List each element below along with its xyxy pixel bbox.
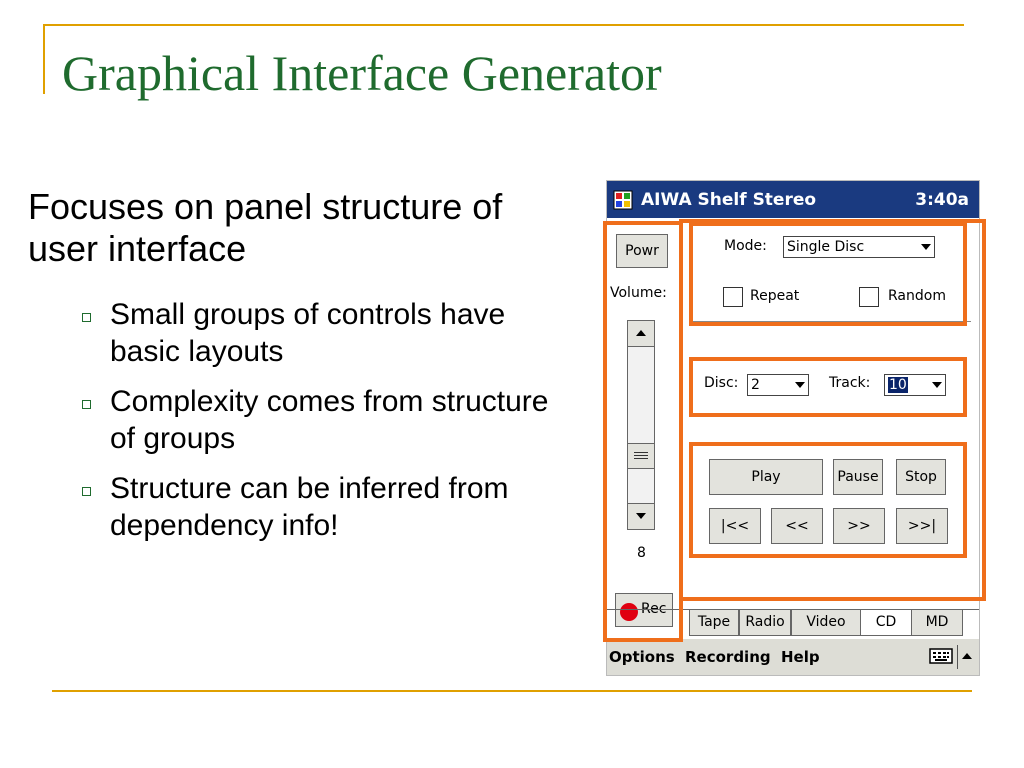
last-track-button[interactable]: >>|	[896, 508, 948, 544]
input-panel-arrow-icon[interactable]	[962, 653, 972, 659]
repeat-checkbox[interactable]	[723, 287, 743, 307]
scroll-up-button[interactable]	[628, 321, 654, 347]
slide-title: Graphical Interface Generator	[62, 45, 662, 101]
chevron-down-icon	[932, 382, 942, 388]
bullet-list: Small groups of controls have basic layo…	[80, 296, 550, 557]
tab-md[interactable]: MD	[911, 610, 963, 636]
tab-tape[interactable]: Tape	[689, 610, 739, 636]
next-track-button[interactable]: >>	[833, 508, 885, 544]
tab-radio[interactable]: Radio	[739, 610, 791, 636]
pda-clock[interactable]: 3:40a	[915, 190, 969, 210]
menu-separator	[957, 645, 958, 669]
bullet-item: Small groups of controls have basic layo…	[80, 296, 550, 370]
tab-video[interactable]: Video	[791, 610, 861, 636]
tab-cd[interactable]: CD	[861, 610, 911, 636]
disc-label: Disc:	[704, 375, 739, 391]
slide-frame-left	[43, 24, 45, 94]
disc-select-value: 2	[751, 377, 760, 393]
grip-line	[634, 458, 648, 459]
volume-scrollbar[interactable]	[627, 320, 655, 530]
main-point: Focuses on panel structure of user inter…	[28, 186, 503, 269]
pda-screenshot: AIWA Shelf Stereo 3:40a Powr Volume: 8 R…	[603, 180, 986, 676]
mode-select[interactable]: Single Disc	[783, 236, 935, 258]
random-checkbox[interactable]	[859, 287, 879, 307]
bullet-text: Structure can be inferred from dependenc…	[110, 472, 509, 542]
chevron-down-icon	[921, 244, 931, 250]
tab-strip: Tape Radio Video CD MD	[607, 609, 979, 638]
group-divider	[691, 321, 971, 322]
repeat-label: Repeat	[750, 288, 800, 304]
square-bullet-icon	[82, 400, 91, 409]
volume-label: Volume:	[610, 285, 667, 301]
arrow-up-icon	[636, 330, 646, 336]
record-icon	[620, 603, 638, 621]
grip-line	[634, 455, 648, 456]
bullet-text: Complexity comes from structure of group…	[110, 385, 549, 455]
disc-select[interactable]: 2	[747, 374, 809, 396]
windows-flag-icon	[613, 190, 633, 210]
play-button[interactable]: Play	[709, 459, 823, 495]
previous-track-button[interactable]: <<	[771, 508, 823, 544]
bullet-item: Structure can be inferred from dependenc…	[80, 470, 550, 544]
bullet-item: Complexity comes from structure of group…	[80, 383, 550, 457]
square-bullet-icon	[82, 313, 91, 322]
keyboard-icon[interactable]	[929, 648, 953, 664]
square-bullet-icon	[82, 487, 91, 496]
track-label: Track:	[829, 375, 871, 391]
random-label: Random	[888, 288, 946, 304]
slide-frame-top	[43, 24, 964, 26]
stop-button[interactable]: Stop	[896, 459, 946, 495]
scroll-down-button[interactable]	[628, 503, 654, 529]
menu-help[interactable]: Help	[781, 648, 820, 666]
highlight-left-column	[603, 221, 683, 642]
chevron-down-icon	[795, 382, 805, 388]
slide-frame-bottom	[52, 690, 972, 692]
pda-app-title: AIWA Shelf Stereo	[641, 190, 817, 210]
volume-value: 8	[637, 545, 646, 561]
mode-select-value: Single Disc	[787, 239, 865, 255]
highlight-main-panel	[679, 219, 986, 601]
track-select[interactable]: 10	[884, 374, 946, 396]
highlight-mode-group	[689, 222, 967, 326]
menu-recording[interactable]: Recording	[685, 648, 771, 666]
volume-slider-thumb[interactable]	[628, 443, 654, 469]
highlight-transport-group	[689, 442, 967, 558]
grip-line	[634, 452, 648, 453]
pause-button[interactable]: Pause	[833, 459, 883, 495]
track-select-value: 10	[888, 377, 908, 393]
first-track-button[interactable]: |<<	[709, 508, 761, 544]
highlight-disc-track-group	[689, 357, 967, 417]
arrow-down-icon	[636, 513, 646, 519]
menu-bar: Options Recording Help	[607, 639, 979, 675]
power-button[interactable]: Powr	[616, 234, 668, 268]
mode-label: Mode:	[724, 238, 767, 254]
menu-options[interactable]: Options	[609, 648, 675, 666]
bullet-text: Small groups of controls have basic layo…	[110, 298, 506, 368]
pda-titlebar: AIWA Shelf Stereo 3:40a	[607, 181, 979, 218]
